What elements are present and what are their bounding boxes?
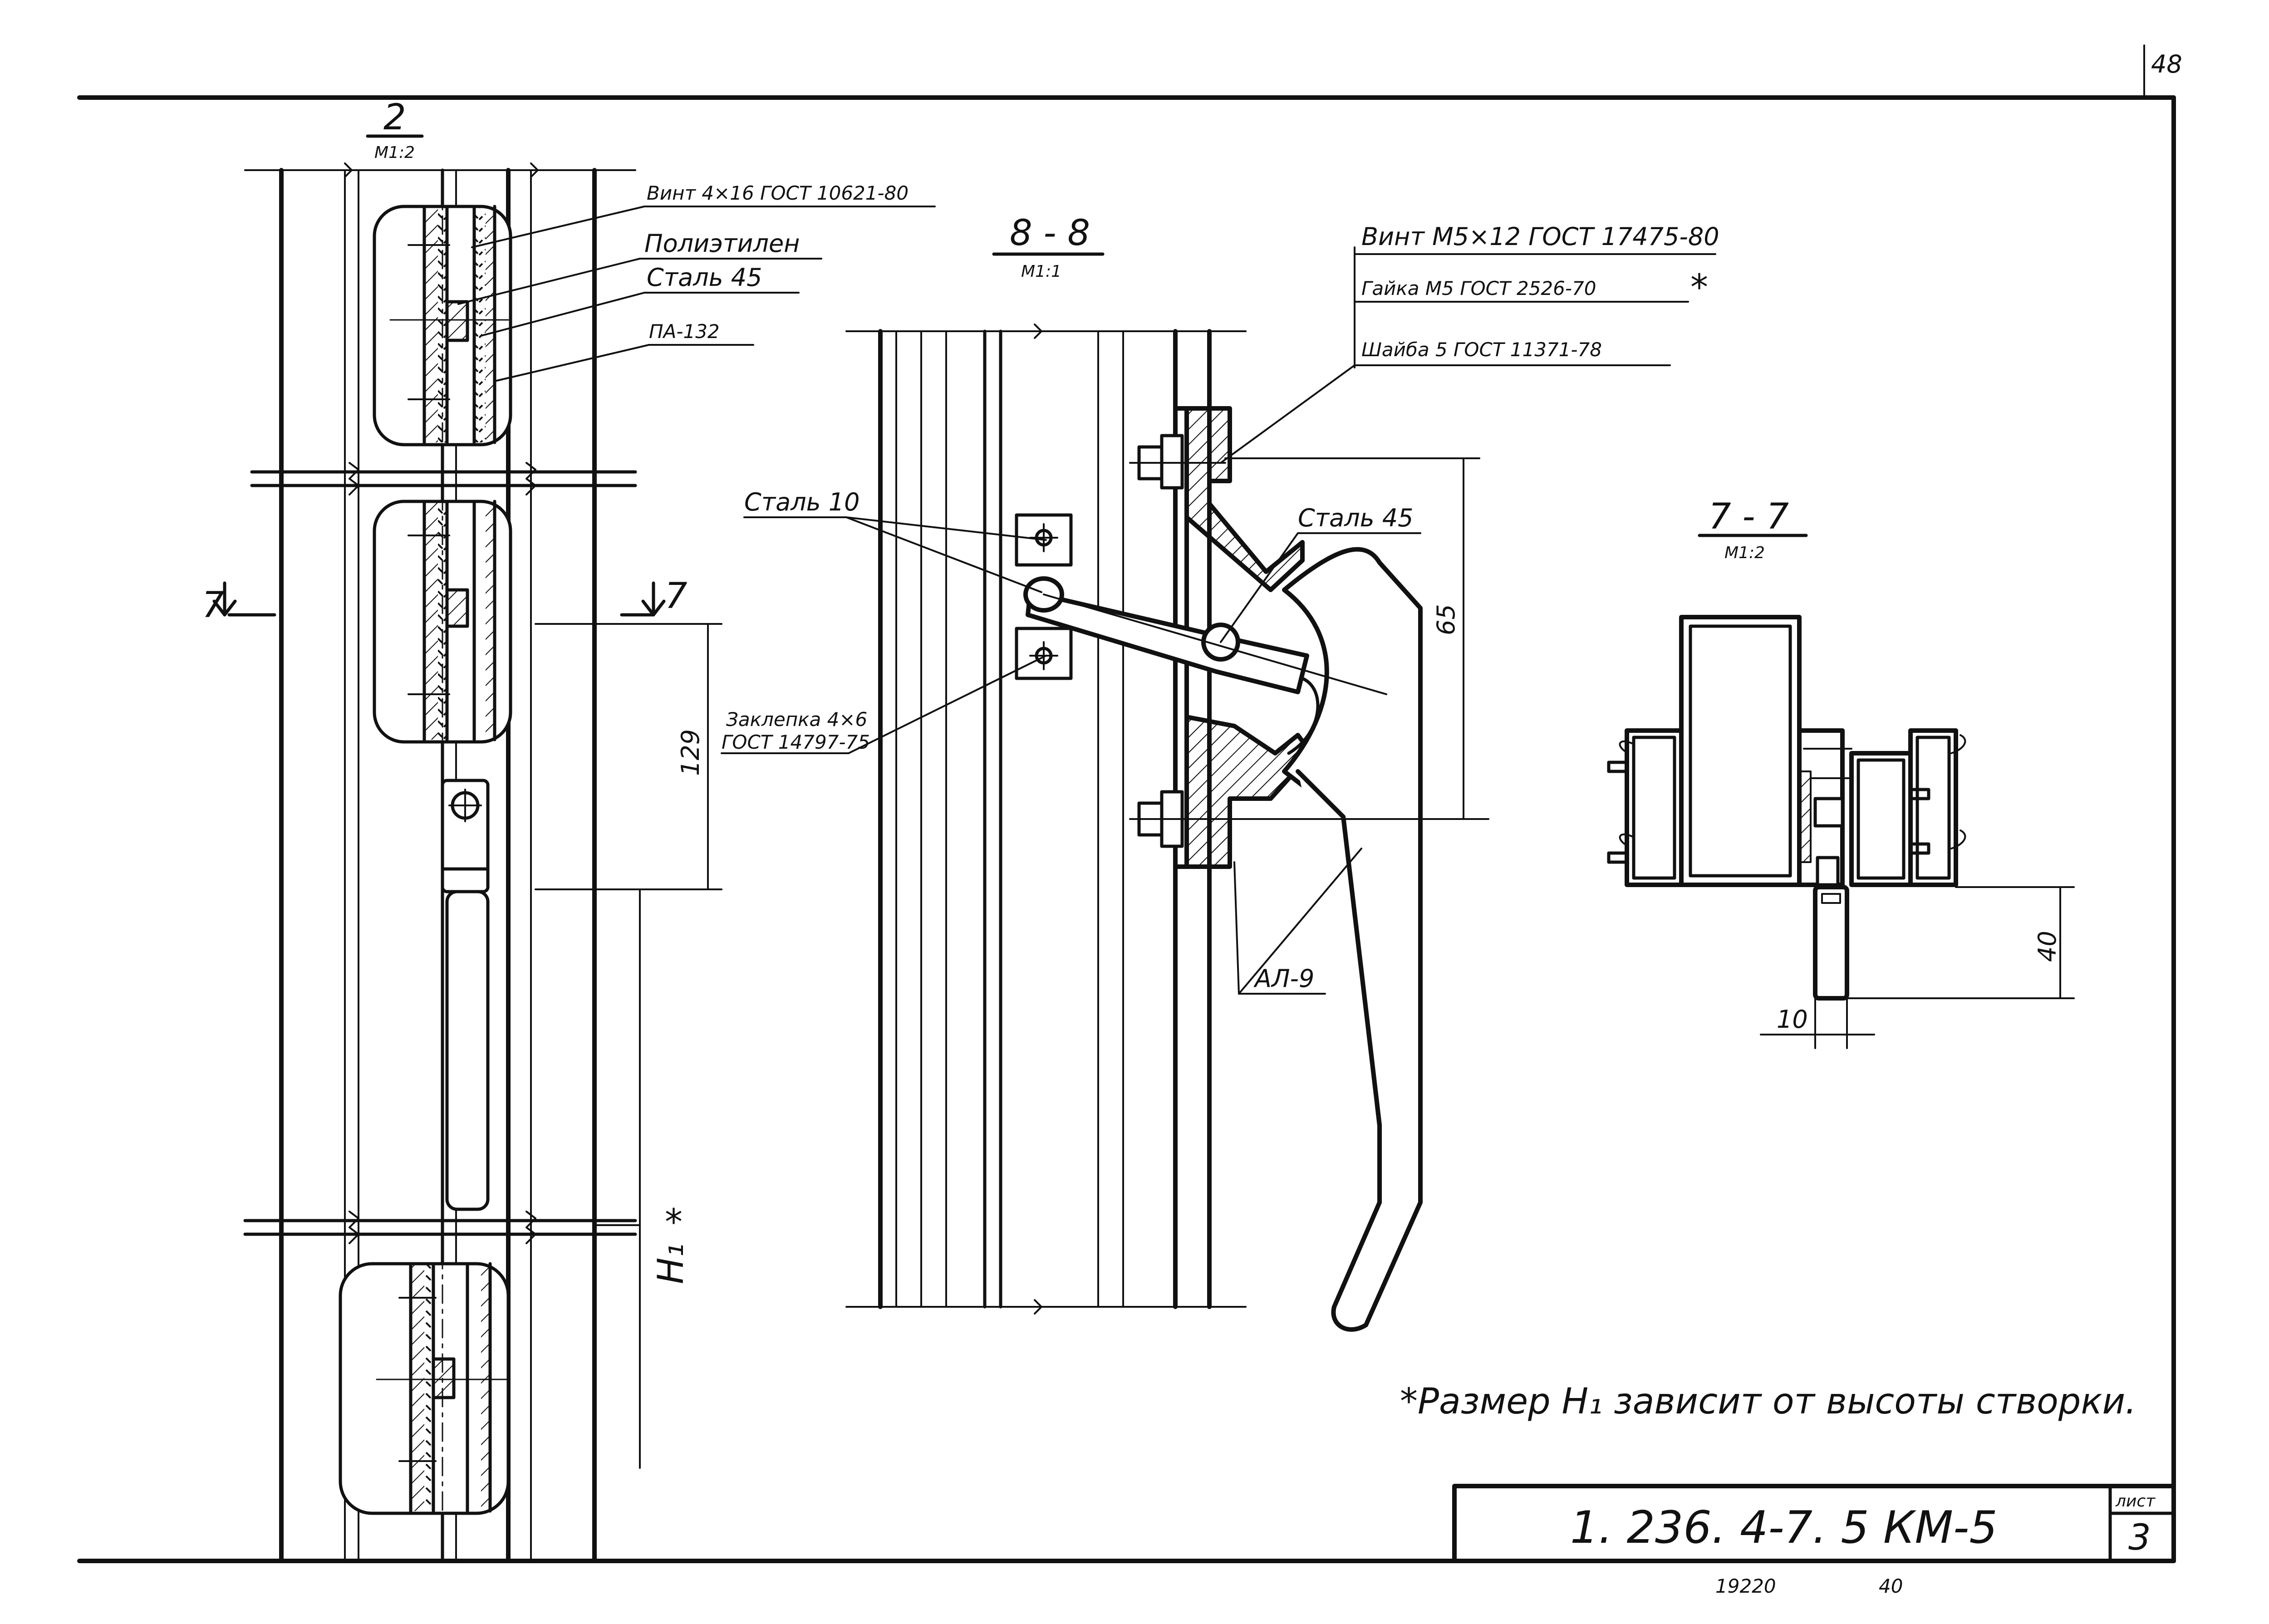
label-steel-45-right: Сталь 45: [1298, 504, 1413, 532]
label-polyethylene: Полиэтилен: [644, 229, 800, 258]
dim-10: 10: [1777, 1005, 1808, 1034]
footnote: *Размер H₁ зависит от высоты створки.: [1400, 1381, 2136, 1422]
title-block: [1452, 1484, 2176, 1563]
label-screw-4x16: Винт 4×16 ГОСТ 10621-80: [647, 182, 909, 204]
section-2-title: 2: [383, 97, 406, 138]
sheet-number: 3: [2128, 1517, 2151, 1558]
sheet-label: лист: [2115, 1492, 2156, 1511]
label-washer: Шайба 5 ГОСТ 11371-78: [1361, 339, 1602, 361]
section-8-8-title: 8 - 8: [1010, 213, 1090, 254]
label-nut-star: *: [1690, 267, 1708, 308]
section-8-8-scale: М1:1: [1021, 262, 1061, 281]
label-rivet-1: Заклепка 4×6: [726, 708, 867, 731]
label-steel-45-left: Сталь 45: [647, 263, 762, 292]
bottom-suffix: 40: [1879, 1575, 1903, 1597]
section-2-scale: М1:2: [374, 143, 415, 162]
section-2: [212, 134, 936, 1563]
cut-mark-right: 7: [665, 576, 688, 617]
dim-129: 129: [676, 729, 705, 776]
dim-h1-asterisk: *: [665, 1202, 683, 1243]
drawing-code: 1. 236. 4-7. 5 КМ-5: [1570, 1502, 1998, 1554]
label-pa-132: ПА-132: [649, 320, 720, 343]
label-al-9: АЛ-9: [1253, 964, 1314, 993]
label-steel-10: Сталь 10: [744, 488, 859, 516]
cut-mark-left: 7: [202, 585, 225, 626]
section-8-8: [721, 246, 1716, 1332]
label-nut-m5: Гайка М5 ГОСТ 2526-70: [1361, 277, 1596, 299]
dim-65: 65: [1432, 604, 1460, 635]
dim-40: 40: [2033, 931, 2062, 962]
page-number: 48: [2151, 50, 2182, 79]
label-rivet-2: ГОСТ 14797-75: [722, 731, 870, 753]
section-7-7: [1607, 534, 2075, 1049]
bottom-number: 19220: [1715, 1575, 1776, 1597]
section-7-7-title: 7 - 7: [1709, 496, 1789, 537]
section-7-7-scale: М1:2: [1724, 544, 1765, 562]
label-screw-m5: Винт М5×12 ГОСТ 17475-80: [1361, 222, 1719, 251]
dim-h1: H₁: [651, 1243, 692, 1284]
